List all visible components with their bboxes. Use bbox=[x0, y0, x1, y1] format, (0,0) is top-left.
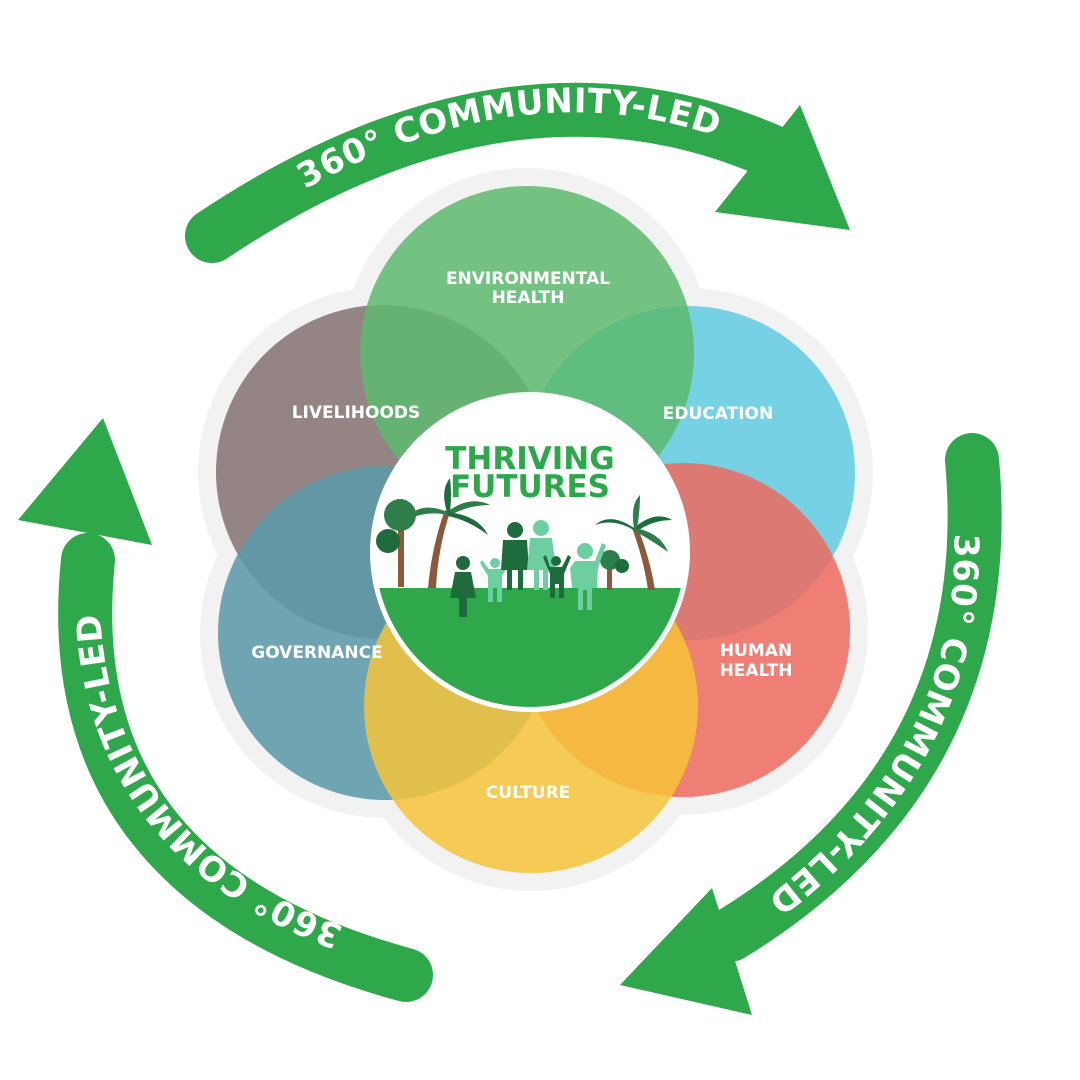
center-title-line1: THRIVING bbox=[445, 441, 614, 477]
label-governance: GOVERNANCE bbox=[251, 643, 383, 663]
label-environmental-line2: HEALTH bbox=[492, 288, 565, 308]
people-illustration bbox=[450, 520, 606, 617]
tree-illustration-left bbox=[376, 478, 490, 588]
petal-labels: ENVIRONMENTAL HEALTH EDUCATION LIVELIHOO… bbox=[251, 269, 792, 803]
center-title-line2: FUTURES bbox=[450, 469, 610, 505]
person-figure bbox=[480, 558, 510, 602]
label-livelihoods: LIVELIHOODS bbox=[292, 403, 421, 423]
person-figure bbox=[570, 543, 606, 610]
label-environmental-line1: ENVIRONMENTAL bbox=[446, 269, 610, 289]
person-figure bbox=[501, 522, 529, 590]
label-education: EDUCATION bbox=[663, 404, 773, 424]
label-human-health-line1: HUMAN bbox=[720, 641, 792, 661]
person-figure bbox=[450, 556, 476, 617]
label-human-health-line2: HEALTH bbox=[720, 661, 793, 681]
person-figure bbox=[543, 555, 571, 598]
label-culture: CULTURE bbox=[486, 783, 570, 803]
tree-illustration-right bbox=[595, 495, 672, 590]
person-figure bbox=[527, 520, 556, 590]
